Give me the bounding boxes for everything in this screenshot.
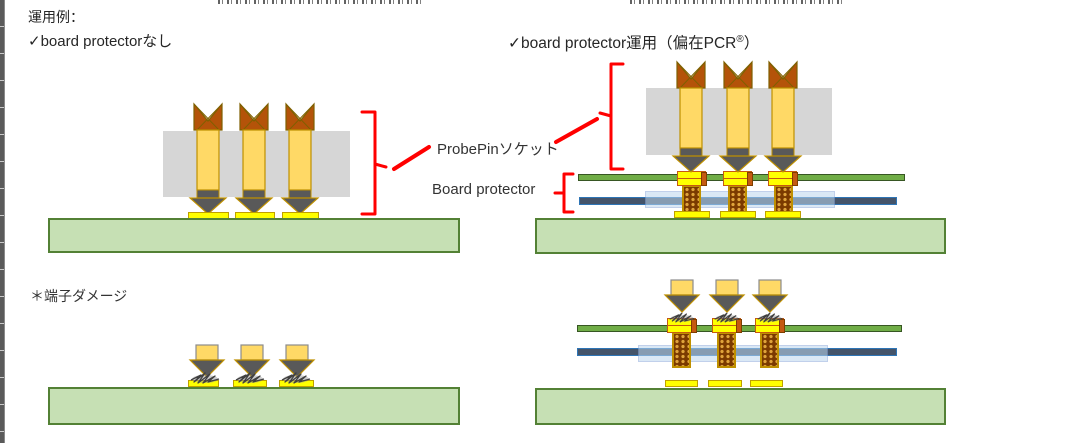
pcr-cap-top — [768, 171, 797, 179]
probe-pin-socket-label: ProbePinソケット — [437, 141, 559, 158]
terminal-pad — [188, 380, 219, 387]
right-socket-bracket-cusp — [598, 111, 613, 118]
left-socket-bracket-cusp — [373, 162, 388, 169]
terminal-pad — [708, 380, 742, 387]
dut-bar — [579, 197, 897, 205]
probe-pin — [280, 102, 320, 215]
terminal-pad — [235, 212, 275, 219]
pcr-cap-bottom — [667, 325, 696, 333]
probe-pin — [234, 102, 274, 215]
case-right-title-text: ✓board protector運用（偏在PCR — [508, 35, 737, 52]
pcr-cap-tab — [691, 319, 697, 333]
case-right-title-close: ） — [743, 35, 760, 52]
board-protector-bar — [578, 174, 905, 181]
terminal-pad — [720, 211, 756, 218]
damage-scribble — [281, 372, 311, 384]
pcr-cap-bottom — [677, 178, 706, 186]
press-arrow — [233, 344, 271, 378]
pcr-column — [760, 332, 779, 368]
terminal-pad — [188, 212, 229, 219]
pcr-cap-tab — [792, 172, 798, 186]
pcr-column — [682, 185, 701, 213]
pcr-cap-top — [755, 318, 784, 326]
terminal-pad — [750, 380, 783, 387]
board-protector-label: Board protector — [432, 181, 536, 198]
press-arrow — [751, 279, 789, 313]
press-arrow — [188, 344, 226, 378]
usage-title: 運用例： — [28, 9, 84, 25]
terminal-pad — [665, 380, 698, 387]
damage-scribble — [190, 372, 220, 384]
probe-pin — [763, 60, 803, 173]
clipped-text-fragment — [630, 0, 845, 4]
damage-scribble — [235, 372, 265, 384]
pcr-cap — [768, 171, 798, 187]
leader-line-right — [554, 117, 599, 144]
pcr-column — [774, 185, 793, 213]
pcr-cap — [712, 318, 742, 334]
pcr-cap-top — [677, 171, 706, 179]
damage-scribble — [714, 312, 740, 323]
dut-bar — [577, 348, 897, 356]
pcr-cap — [755, 318, 785, 334]
pcr-cap-bottom — [768, 178, 797, 186]
terminal-pad — [765, 211, 801, 218]
press-arrow — [708, 279, 746, 313]
pcr-cap-tab — [701, 172, 707, 186]
pcr-cap-tab — [747, 172, 753, 186]
pcr-cap — [723, 171, 753, 187]
terminal-pad — [233, 380, 267, 387]
terminal-pad — [674, 211, 710, 218]
terminal-pad — [282, 212, 319, 219]
left-ruler-strip — [0, 0, 5, 443]
pcr-column — [728, 185, 747, 213]
pcr-cap-bottom — [755, 325, 784, 333]
dut-board — [48, 218, 460, 253]
leader-line-left — [392, 145, 431, 171]
dut-board — [535, 388, 946, 425]
pcr-cap-tab — [736, 319, 742, 333]
pcr-cap — [667, 318, 697, 334]
pcr-column — [672, 332, 691, 368]
film-band — [638, 345, 828, 362]
terminal-damage-label: ＊端子ダメージ — [30, 288, 128, 304]
dut-board — [535, 218, 946, 254]
registered-mark: ® — [736, 33, 744, 45]
pcr-cap-tab — [779, 319, 785, 333]
board-protector-bracket — [562, 172, 575, 214]
damage-scribble — [757, 312, 783, 323]
left-socket-bracket — [360, 110, 377, 216]
probe-socket — [163, 131, 350, 197]
pcr-column — [717, 332, 736, 368]
film-band — [645, 191, 835, 208]
press-arrow — [278, 344, 316, 378]
probe-pin — [188, 102, 228, 215]
pcr-cap — [677, 171, 707, 187]
board-protector-bar — [577, 325, 902, 332]
pcr-cap-top — [667, 318, 696, 326]
right-socket-bracket — [609, 62, 625, 171]
probe-pin — [671, 60, 711, 173]
clipped-text-fragment — [218, 0, 425, 4]
pcr-cap-bottom — [712, 325, 741, 333]
pcr-cap-top — [712, 318, 741, 326]
dut-board — [48, 387, 460, 425]
press-arrow — [663, 279, 701, 313]
case-left-title: ✓board protectorなし — [28, 33, 173, 50]
pcr-cap-bottom — [723, 178, 752, 186]
terminal-pad — [279, 380, 314, 387]
probe-pin — [718, 60, 758, 173]
case-right-title: ✓board protector運用（偏在PCR®） — [508, 31, 759, 53]
probe-socket — [646, 88, 832, 155]
pcr-cap-top — [723, 171, 752, 179]
damage-scribble — [669, 312, 695, 323]
